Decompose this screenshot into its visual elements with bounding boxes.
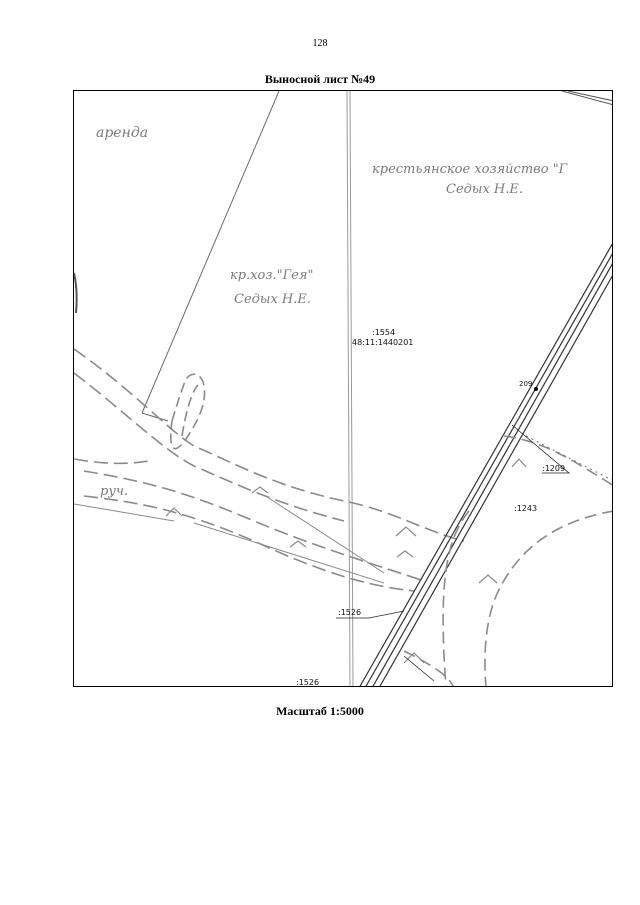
label-parcel-1554: :1554 — [372, 328, 395, 337]
left-edge-curve — [74, 272, 78, 314]
sheet-title: Выносной лист №49 — [264, 72, 376, 86]
map-canvas: аренда крестьянское хозяйство "Г Седых Н… — [74, 91, 612, 687]
dotted-boundary — [525, 435, 612, 481]
label-point-209: 209 — [519, 380, 532, 388]
scale-caption: Масштаб 1:5000 — [276, 704, 364, 718]
map-frame: аренда крестьянское хозяйство "Г Седых Н… — [73, 90, 613, 687]
slope-symbols — [165, 458, 527, 664]
vertical-boundary-line — [346, 91, 354, 686]
label-parcel-1526-lower: :1526 — [296, 678, 319, 687]
corner-boundary-line — [561, 91, 612, 105]
survey-point-209 — [534, 387, 538, 391]
stream-band — [74, 348, 465, 592]
right-contours — [403, 435, 612, 686]
label-kr-hoz-line2: Седых Н.Е. — [234, 292, 311, 307]
hill-contour — [170, 373, 206, 450]
label-leaders — [336, 424, 571, 682]
road-lines — [359, 243, 612, 686]
label-parcel-1526-upper: :1526 — [338, 608, 361, 617]
stream-lines — [74, 494, 385, 584]
label-farm-line1: крестьянское хозяйство "Г — [372, 162, 568, 177]
label-arenda: аренда — [96, 125, 148, 141]
label-parcel-1243: :1243 — [514, 504, 537, 513]
label-cadastral-number: 48:11:1440201 — [352, 338, 413, 347]
page-number: 128 — [312, 38, 328, 49]
label-stream: руч. — [100, 484, 128, 499]
field-boundary-diagonal — [141, 91, 280, 422]
label-kr-hoz-line1: кр.хоз."Гея" — [230, 268, 313, 283]
label-parcel-1209: :1209 — [542, 464, 565, 473]
label-farm-line2: Седых Н.Е. — [446, 182, 523, 197]
